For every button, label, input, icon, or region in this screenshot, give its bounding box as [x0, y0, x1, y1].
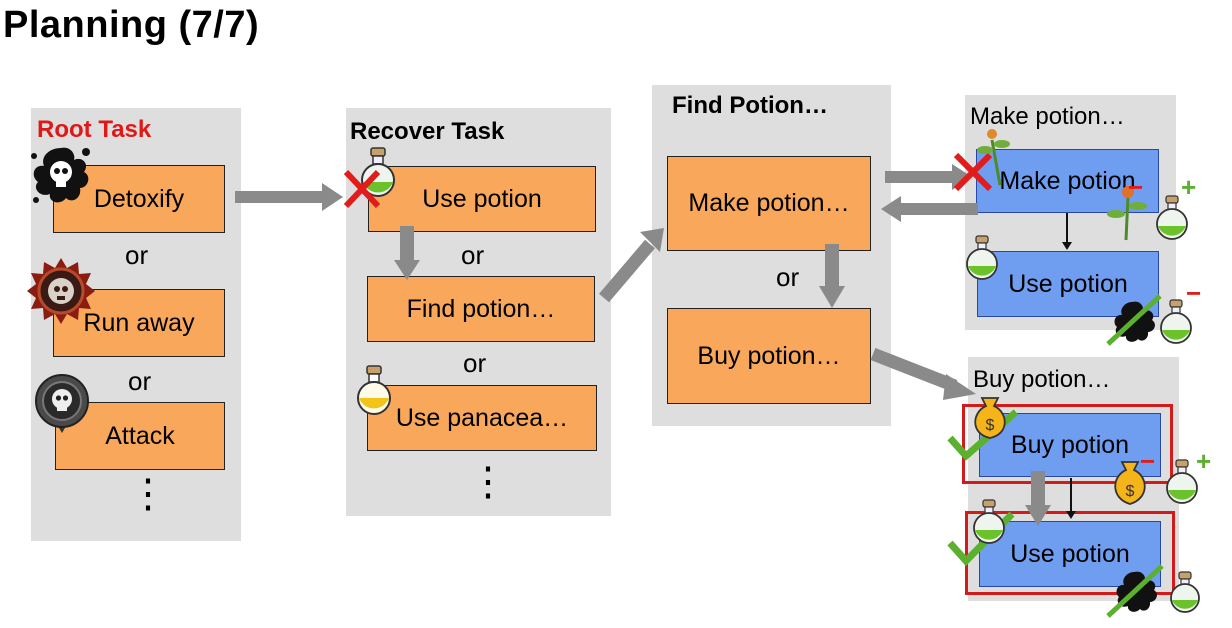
make-potion-option-node: Make potion… [667, 156, 871, 251]
or-label: or [463, 348, 487, 378]
poison-splat-icon [1106, 294, 1162, 346]
potion-icon [1166, 459, 1198, 504]
skull-emblem-icon [35, 374, 89, 433]
or-label: or [776, 262, 800, 292]
recover-task-title: Recover Task [350, 118, 505, 145]
buy-potion-panel-title: Buy potion… [973, 366, 1111, 393]
flow-arrow [235, 183, 343, 211]
herb-icon [977, 129, 1010, 186]
potion-icon [1170, 571, 1200, 613]
effect-minus-sign: − [1140, 446, 1155, 476]
flow-arrow [881, 196, 978, 222]
make-potion-panel-title: Make potion… [970, 103, 1125, 130]
potion-icon [966, 235, 998, 280]
find-potion-node: Find potion… [367, 276, 595, 342]
root-task-title: Root Task [37, 116, 152, 143]
buy-potion-option-node: Buy potion… [667, 308, 871, 404]
flow-arrow [599, 228, 664, 303]
or-label: or [128, 366, 152, 396]
flow-arrow [870, 347, 976, 400]
flow-arrow [1025, 471, 1051, 526]
green-potion-icon [361, 147, 395, 197]
effect-plus-sign: + [1196, 446, 1211, 476]
flow-arrow [394, 226, 420, 280]
cross-mark-icon [343, 169, 381, 209]
or-label: or [125, 240, 149, 270]
flow-arrow [819, 244, 845, 308]
potion-icon [1156, 195, 1188, 240]
sequence-arrow [1062, 213, 1072, 250]
highlight-frame [962, 404, 1173, 484]
page-title: Planning (7/7) [3, 4, 260, 46]
potion-icon [1160, 299, 1192, 344]
find-potion-title: Find Potion… [672, 92, 828, 119]
svg-text:$: $ [1126, 483, 1135, 500]
flow-arrow [885, 164, 972, 190]
svg-text:$: $ [986, 417, 995, 434]
use-panacea-node: Use panacea… [367, 385, 597, 451]
cross-mark-icon [953, 152, 993, 192]
run-away-emblem-icon [27, 258, 95, 324]
sequence-arrow [1066, 478, 1076, 519]
use-potion-node: Use potion [368, 166, 596, 232]
money-bag-icon: $ [974, 397, 1006, 439]
potion-icon [973, 499, 1005, 544]
poison-splat-icon [1106, 564, 1164, 618]
effect-minus-sign: − [1186, 278, 1201, 308]
money-bag-icon: $ [1114, 461, 1146, 505]
poison-splat-icon [31, 147, 90, 203]
herb-icon [1107, 186, 1147, 241]
effect-plus-sign: + [1181, 172, 1196, 202]
yellow-panacea-icon [357, 365, 391, 415]
or-label: or [461, 240, 485, 270]
effect-minus-sign: − [1128, 172, 1143, 202]
